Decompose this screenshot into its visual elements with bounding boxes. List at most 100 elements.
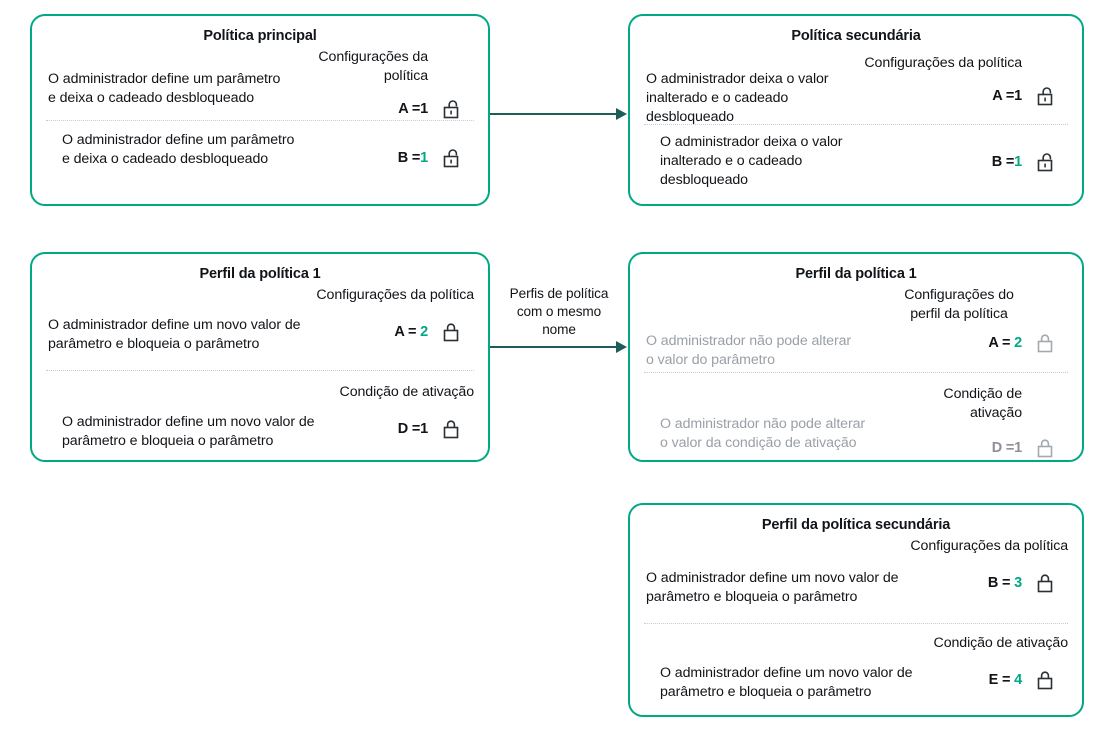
- row-description: O administrador não pode alterar o valor…: [660, 416, 865, 451]
- parameter-key: B: [991, 154, 1002, 170]
- column-header: Condição de ativação: [943, 386, 1022, 421]
- parameter-key: B: [397, 150, 408, 166]
- row-description: O administrador define um novo valor de …: [646, 570, 899, 605]
- row-description: O administrador deixa o valor inalterado…: [646, 71, 829, 125]
- row-description: O administrador define um novo valor de …: [660, 665, 913, 700]
- arrow-line: [490, 113, 618, 115]
- parameter-number: 4: [1014, 672, 1022, 688]
- parameter-number: 1: [1014, 154, 1022, 170]
- row-values: Condição de ativação E = 4: [928, 624, 1068, 691]
- box-policy-profile-1-right: Perfil da política 1 O administrador não…: [628, 252, 1084, 462]
- unlocked-icon: [1022, 85, 1068, 107]
- parameter-number: 1: [420, 150, 428, 166]
- locked-icon: [1022, 332, 1068, 354]
- value-row: D =1: [910, 437, 1068, 459]
- parameter-number: 1: [420, 101, 428, 117]
- parameter-value: A =1: [398, 101, 428, 117]
- row-values: Configurações da política B = 3: [910, 537, 1068, 594]
- parameter-key: A: [992, 88, 1002, 104]
- box-title: Perfil da política 1: [795, 266, 917, 282]
- row-values: Configurações da política A =1: [862, 48, 1068, 107]
- row-description: O administrador define um parâmetro e de…: [48, 71, 281, 106]
- equals-sign: =: [1002, 672, 1011, 688]
- row-group: O administrador define um novo valor de …: [32, 286, 488, 456]
- parameter-value: E = 4: [989, 672, 1023, 688]
- equals-sign: =: [1002, 575, 1011, 591]
- value-row: A = 2: [896, 332, 1068, 354]
- table-row: O administrador define um novo valor de …: [32, 286, 488, 370]
- value-row: B = 3: [914, 572, 1068, 594]
- locked-icon: [428, 321, 474, 343]
- arrow-head: [616, 341, 627, 353]
- column-header: Configurações da política: [318, 49, 428, 84]
- value-row: E = 4: [928, 669, 1068, 691]
- value-row: A =1: [862, 85, 1068, 107]
- table-row: O administrador define um novo valor de …: [46, 370, 474, 456]
- equals-sign: =: [411, 101, 421, 117]
- arrow-label-same-name-profiles: Perfis de política com o mesmo nome: [509, 286, 609, 337]
- arrow-profile-to-profile: [490, 341, 628, 355]
- table-row: O administrador define um parâmetro e de…: [32, 48, 488, 120]
- column-header: Condição de ativação: [339, 384, 475, 400]
- box-title: Política secundária: [791, 28, 921, 44]
- column-header: Configurações da política: [910, 538, 1068, 554]
- column-header: Configurações da política: [864, 55, 1022, 71]
- parameter-key: A: [988, 335, 999, 351]
- table-row: O administrador não pode alterar o valor…: [630, 286, 1082, 372]
- column-header: Configurações do perfil da política: [904, 287, 1014, 322]
- table-row: O administrador define um parâmetro e de…: [46, 120, 474, 194]
- parameter-value: D =1: [398, 421, 428, 437]
- value-row: B =1: [308, 147, 474, 169]
- row-values: Condição de ativação D =1: [340, 371, 474, 440]
- parameter-key: D: [397, 421, 408, 437]
- unlocked-icon: [1022, 151, 1068, 173]
- equals-sign: =: [1005, 88, 1015, 104]
- box-policy-profile-1-left: Perfil da política 1 O administrador def…: [30, 252, 490, 462]
- table-row: O administrador deixa o valor inalterado…: [644, 124, 1068, 194]
- box-title: Política principal: [203, 28, 317, 44]
- equals-sign: =: [1002, 335, 1011, 351]
- table-row: O administrador deixa o valor inalterado…: [630, 48, 1082, 125]
- value-row: D =1: [370, 418, 474, 440]
- parameter-number: 3: [1014, 575, 1022, 591]
- equals-sign: =: [1005, 440, 1015, 456]
- table-row: O administrador não pode alterar o valor…: [644, 372, 1068, 459]
- row-group: O administrador define um novo valor de …: [630, 537, 1082, 711]
- arrow-main-to-secondary: [490, 108, 628, 122]
- box-secondary-policy: Política secundária O administrador deix…: [628, 14, 1084, 206]
- row-group: O administrador deixa o valor inalterado…: [630, 48, 1082, 194]
- equals-sign: =: [411, 421, 421, 437]
- row-description: O administrador não pode alterar o valor…: [646, 333, 851, 368]
- box-title: Perfil da política secundária: [761, 517, 951, 533]
- locked-icon: [1022, 437, 1068, 459]
- parameter-number: 1: [1014, 88, 1022, 104]
- parameter-value: A = 2: [394, 324, 428, 340]
- locked-icon: [1022, 669, 1068, 691]
- parameter-key: D: [991, 440, 1002, 456]
- arrow-line: [490, 346, 618, 348]
- row-values: Configurações da política A =1: [294, 48, 474, 120]
- box-secondary-policy-profile: Perfil da política secundária O administ…: [628, 503, 1084, 717]
- row-description: O administrador define um novo valor de …: [62, 414, 315, 449]
- locked-icon: [428, 418, 474, 440]
- equals-sign: =: [408, 324, 417, 340]
- row-description: O administrador deixa o valor inalterado…: [660, 134, 843, 188]
- parameter-key: A: [398, 101, 408, 117]
- row-values: Configurações da política A = 2: [316, 286, 474, 343]
- row-values: B =1: [308, 121, 474, 169]
- table-row: O administrador define um novo valor de …: [644, 623, 1068, 711]
- equals-sign: =: [411, 150, 421, 166]
- parameter-key: A: [394, 324, 405, 340]
- parameter-value: B = 3: [988, 575, 1022, 591]
- parameter-key: B: [987, 575, 999, 591]
- row-values: B =1: [876, 125, 1068, 173]
- row-group: O administrador não pode alterar o valor…: [630, 286, 1082, 459]
- value-row: A = 2: [356, 321, 474, 343]
- row-values: Condição de ativação D =1: [910, 373, 1068, 459]
- table-row: O administrador define um novo valor de …: [630, 537, 1082, 623]
- value-row: B =1: [876, 151, 1068, 173]
- locked-icon: [1022, 572, 1068, 594]
- parameter-number: 2: [1014, 335, 1022, 351]
- parameter-value: B =1: [992, 154, 1022, 170]
